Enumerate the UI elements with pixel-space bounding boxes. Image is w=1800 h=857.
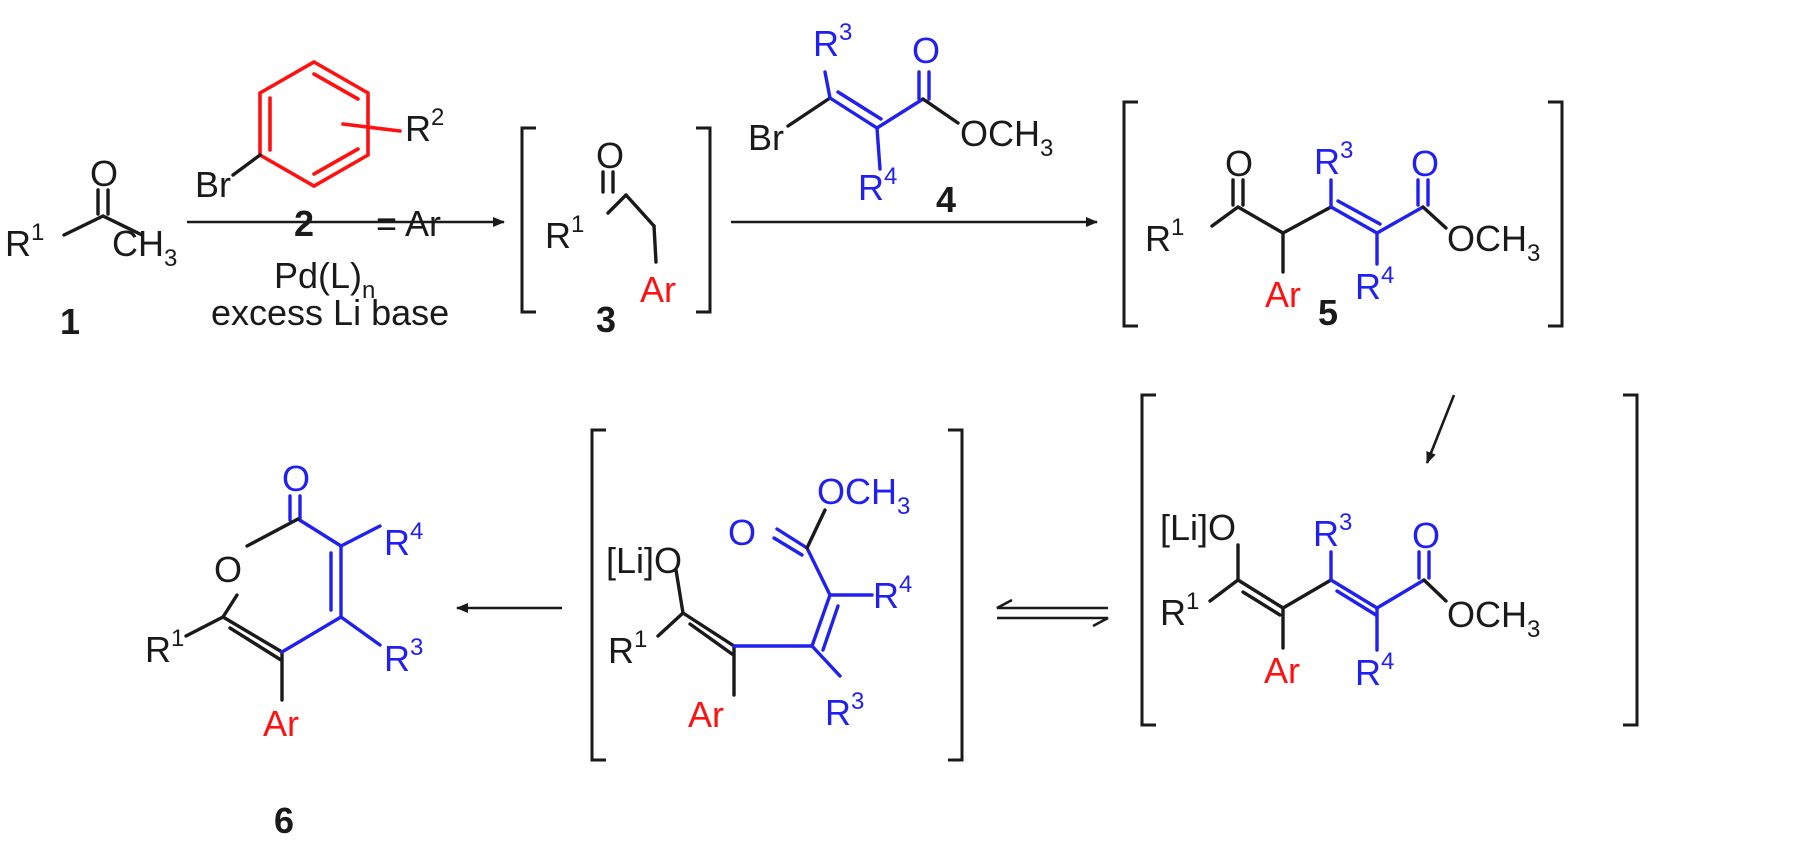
enolate-right-och3: OCH [1447, 594, 1527, 635]
c2-r2: R [405, 108, 431, 149]
enolate-right-r1: R [1160, 592, 1186, 633]
svg-text:R1: R1 [545, 211, 584, 256]
c1-oxygen: O [90, 153, 118, 194]
c5-bracket-right [1548, 100, 1564, 328]
svg-text:R1: R1 [1145, 214, 1184, 259]
c5-ketone-oxygen: O [1225, 143, 1253, 184]
enolate-intermediate-left: [Li]O R1 Ar R3 R4 O OCH3 [590, 428, 964, 762]
svg-text:R4: R4 [384, 518, 423, 563]
enolate-right-ester-oxygen: O [1412, 515, 1440, 556]
svg-text:R1: R1 [145, 625, 184, 670]
c6-r3: R [384, 638, 410, 679]
svg-text:R1: R1 [1160, 588, 1199, 633]
label-compound-5: 5 [1318, 292, 1338, 333]
c5-r1: R [1145, 218, 1171, 259]
compound-1: O R1 CH3 1 [5, 153, 177, 342]
svg-text:R3: R3 [825, 688, 864, 733]
svg-text:R4: R4 [858, 163, 897, 208]
enolate-right-aryl: Ar [1264, 650, 1300, 691]
c6-aryl: Ar [263, 703, 299, 744]
c1-bonds [62, 214, 144, 237]
c5-och3: OCH [1447, 218, 1527, 259]
ar-definition: = Ar [376, 203, 441, 244]
c3-r1: R [545, 215, 571, 256]
svg-text:R3: R3 [813, 19, 852, 64]
label-compound-6: 6 [274, 800, 294, 841]
enolate-left-li-oxygen: [Li]O [606, 540, 682, 581]
c5-aryl: Ar [1265, 274, 1301, 315]
enolate-intermediate-right: [Li]O R1 Ar R3 O OCH3 R4 [1140, 393, 1639, 727]
enolate-left-bracket-right [948, 428, 964, 762]
c3-bracket-left [520, 126, 536, 314]
c5-r4: R [1355, 266, 1381, 307]
svg-text:R2: R2 [405, 104, 444, 149]
arrow-5-to-enolate [1425, 394, 1456, 464]
enolate-right-bracket-left [1140, 393, 1156, 727]
compound-3: O R1 Ar 3 [520, 126, 712, 340]
enolate-left-r1: R [608, 630, 634, 671]
enolate-left-aryl: Ar [688, 694, 724, 735]
svg-text:R3: R3 [1314, 137, 1353, 182]
c6-carbonyl-oxygen: O [282, 458, 310, 499]
svg-text:OCH3: OCH3 [1447, 218, 1540, 267]
enolate-left-bracket-left [590, 428, 606, 762]
enolate-left-och3: OCH [817, 471, 897, 512]
svg-text:CH3: CH3 [112, 223, 177, 272]
enolate-right-bracket-right [1623, 393, 1639, 727]
svg-text:R4: R4 [1355, 648, 1394, 693]
c1-r1: R [5, 223, 31, 264]
c2-bromine: Br [195, 164, 231, 205]
svg-text:R3: R3 [1313, 509, 1352, 554]
svg-text:R4: R4 [1355, 262, 1394, 307]
equilibrium-arrows [996, 598, 1109, 628]
c3-bracket-right [696, 126, 712, 314]
c2-benzene-ring [258, 59, 370, 189]
c5-ester-oxygen: O [1411, 143, 1439, 184]
c6-r4: R [384, 522, 410, 563]
compound-6: O O R4 R3 R1 Ar 6 [145, 458, 423, 841]
svg-text:OCH3: OCH3 [960, 113, 1053, 162]
enolate-left-ester-oxygen: O [728, 512, 756, 553]
svg-text:R1: R1 [608, 626, 647, 671]
c4-r4: R [858, 167, 884, 208]
c5-bracket-left [1122, 100, 1138, 328]
c4-och3: OCH [960, 113, 1040, 154]
compound-4: Br R3 O OCH3 R4 4 [748, 19, 1053, 220]
base-label: excess Li base [211, 292, 449, 333]
compound-2: Br R2 2 = Ar [195, 59, 444, 244]
c1-ch3: CH [112, 223, 164, 264]
label-compound-2: 2 [294, 203, 314, 244]
enolate-right-r3: R [1313, 513, 1339, 554]
svg-text:OCH3: OCH3 [1447, 594, 1540, 643]
c4-r3: R [813, 23, 839, 64]
label-compound-3: 3 [596, 299, 616, 340]
c4-bromine: Br [748, 117, 784, 158]
svg-text:R4: R4 [873, 571, 912, 616]
catalyst-label: Pd(L)n [274, 255, 375, 304]
c3-oxygen: O [596, 135, 624, 176]
c3-aryl: Ar [640, 269, 676, 310]
c6-ring-oxygen: O [214, 549, 242, 590]
label-compound-4: 4 [936, 179, 956, 220]
enolate-left-r4: R [873, 575, 899, 616]
enolate-right-li-oxygen: [Li]O [1160, 507, 1236, 548]
svg-text:OCH3: OCH3 [817, 471, 910, 520]
c5-r3: R [1314, 141, 1340, 182]
label-compound-1: 1 [60, 301, 80, 342]
c4-carbonyl-oxygen: O [912, 30, 940, 71]
c6-r1: R [145, 629, 171, 670]
enolate-right-r4: R [1355, 652, 1381, 693]
svg-text:R3: R3 [384, 634, 423, 679]
svg-text:R1: R1 [5, 219, 44, 264]
enolate-left-r3: R [825, 692, 851, 733]
compound-5: O R1 Ar R3 O OCH3 R4 5 [1122, 100, 1564, 333]
